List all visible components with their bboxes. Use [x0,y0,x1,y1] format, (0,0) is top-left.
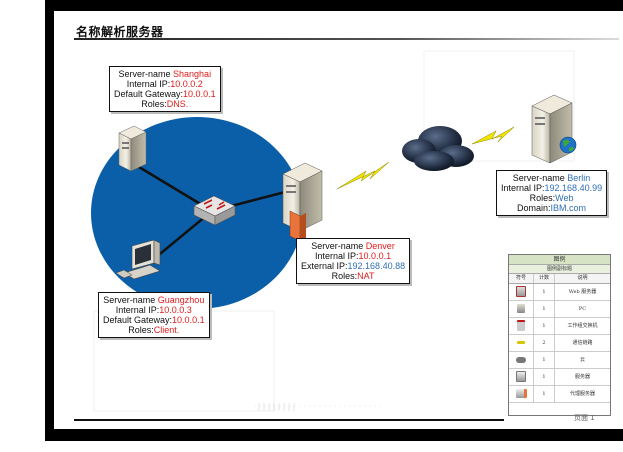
berlin-name-line: Server-name Berlin [512,173,591,183]
cloud-icon [402,126,474,171]
berlin-roles-line: Roles:Web [529,193,574,203]
legend-header-desc: 说明 [577,275,588,281]
switch-icon [193,195,236,226]
berlin-name: Berlin [567,173,591,183]
legend-row: 1 Web 服务器 [509,284,610,301]
page-number: 页面 1 [574,414,595,422]
denver-roles-line: Roles:NAT [331,271,375,281]
network-diagram [91,50,577,412]
berlin-ip-line: Internal IP:192.168.40.99 [501,183,603,193]
cloud-icon [516,356,526,363]
lightning-link-left [336,161,390,190]
lightning-link-right [471,126,515,145]
guangzhou-pc-icon [115,239,161,280]
guangzhou-gw-line: Default Gateway:10.0.0.1 [103,315,205,325]
legend-title: 图例 [509,255,610,264]
pc-icon [517,304,525,313]
guangzhou-roles-line: Roles:Client. [128,325,180,335]
berlin-web-server-icon [531,94,577,164]
shanghai-gw-line: Default Gateway:10.0.0.1 [114,89,216,99]
diagram-slide: 名称解析服务器 [54,11,623,429]
guangzhou-info-box: Server-name Guangzhou Internal IP:10.0.0… [98,292,210,338]
shanghai-server-icon [118,125,147,172]
denver-name: Denver [365,241,395,251]
bottom-rule [74,419,504,421]
legend-header-symbol: 符号 [509,274,534,283]
web-server-icon [516,286,526,297]
workgroup-switch-icon [517,320,525,331]
legend-row: 1 服务器 [509,369,610,386]
shanghai-info-box: Server-name Shanghai Internal IP:10.0.0.… [109,66,221,112]
denver-info-box: Server-name Denver Internal IP:10.0.0.1 … [296,238,411,284]
berlin-domain-line: Domain:IBM.com [517,203,587,213]
denver-ext-line: External IP:192.168.40.88 [301,261,406,271]
legend-header-row: 符号 计数 说明 [509,273,610,284]
legend-header-count: 计数 [534,274,555,283]
title-rule [74,38,619,40]
shanghai-name-line: Server-name Shanghai [118,69,212,79]
comm-link-icon [517,341,525,344]
shanghai-ip-line: Internal IP:10.0.0.2 [126,79,203,89]
berlin-info-box: Server-name Berlin Internal IP:192.168.4… [496,170,608,216]
denver-name-line: Server-name Denver [311,241,395,251]
denver-ip-line: Internal IP:10.0.0.1 [315,251,392,261]
guangzhou-ip-line: Internal IP:10.0.0.3 [115,305,192,315]
decorative-ticker [258,403,295,411]
legend-row: 1 代理服务器 [509,386,610,403]
proxy-server-icon [515,389,527,398]
denver-server-icon [282,162,323,242]
legend-panel: 图例 图例副标题 符号 计数 说明 1 Web 服务器 1 PC 1 工作组交换… [508,254,611,416]
server-icon [516,371,526,382]
shanghai-name: Shanghai [173,69,212,79]
legend-row: 2 通信链路 [509,335,610,352]
legend-row: 1 PC [509,301,610,318]
shanghai-roles-line: Roles:DNS. [141,99,189,109]
guangzhou-name-line: Server-name Guangzhou [103,295,205,305]
page-title: 名称解析服务器 [76,25,164,39]
legend-row: 1 云 [509,352,610,369]
legend-row: 1 工作组交换机 [509,318,610,335]
guangzhou-name: Guangzhou [157,295,205,305]
legend-subtitle: 图例副标题 [509,264,610,273]
